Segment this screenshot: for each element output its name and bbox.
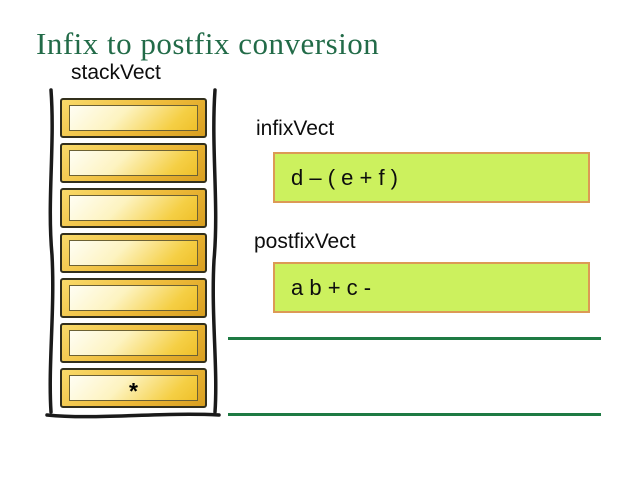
infix-vector-box: d – ( e + f ) xyxy=(273,152,590,203)
postfix-label: postfixVect xyxy=(254,230,356,253)
stack-cell-top-operator: * xyxy=(60,368,207,408)
stack-cell xyxy=(60,188,207,228)
stack-cell-value xyxy=(69,195,198,221)
stack-cell xyxy=(60,143,207,183)
stack-cell-value xyxy=(69,330,198,356)
rule-line-lower xyxy=(228,413,601,416)
stack-left-line xyxy=(48,88,55,414)
stack-cell-value: * xyxy=(69,375,198,402)
stack-cell-value xyxy=(69,240,198,266)
infix-label: infixVect xyxy=(256,117,335,140)
rule-line-upper xyxy=(228,337,601,340)
infix-expression: d – ( e + f ) xyxy=(291,164,398,190)
stack-cell-value xyxy=(69,285,198,311)
slide-title: Infix to postfix conversion xyxy=(36,26,380,61)
stack-cell-value xyxy=(69,150,198,176)
stack-cell xyxy=(60,98,207,138)
postfix-vector-box: a b + c - xyxy=(273,262,590,313)
stack-cell xyxy=(60,278,207,318)
postfix-expression: a b + c - xyxy=(291,274,372,300)
stack-cell-value xyxy=(69,105,198,131)
stack-right-line xyxy=(211,88,218,414)
stack-cell xyxy=(60,323,207,363)
stack-cell xyxy=(60,233,207,273)
stack-label: stackVect xyxy=(71,61,161,84)
stack-bottom-line xyxy=(45,412,221,419)
